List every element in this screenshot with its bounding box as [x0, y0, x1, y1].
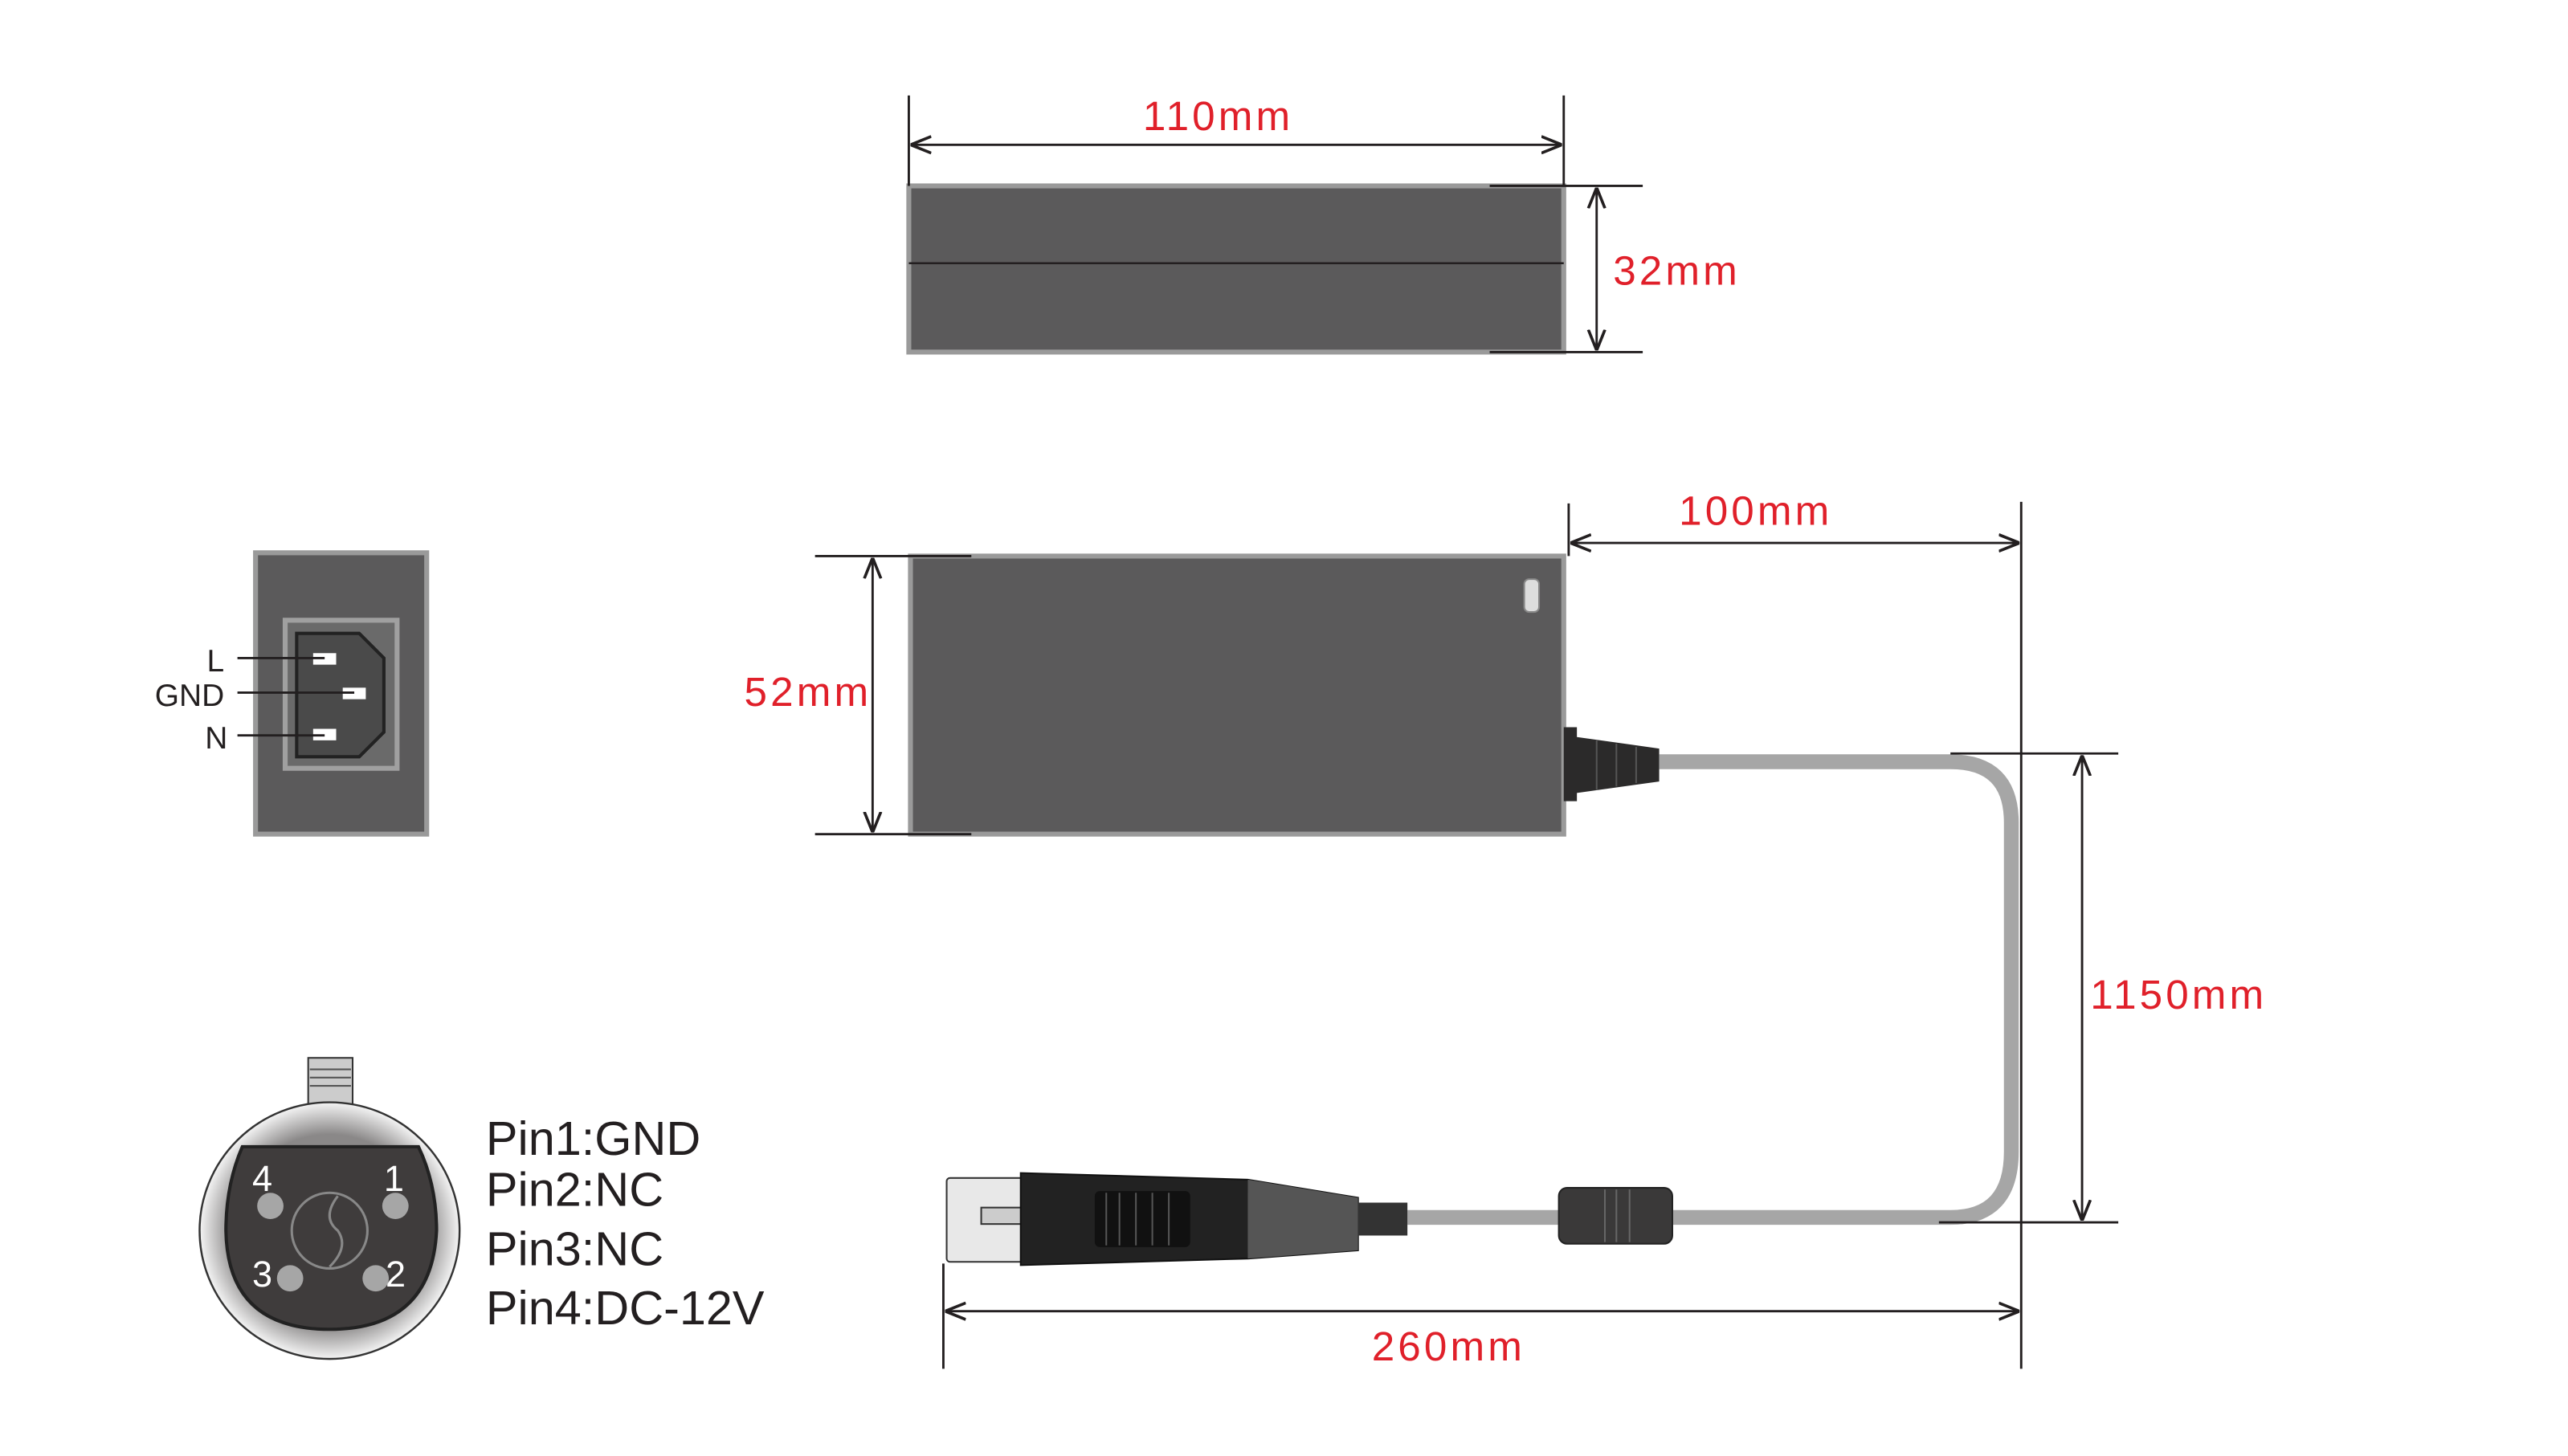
top-view: 110mm 32mm	[906, 93, 1741, 355]
ferrite-core	[1558, 1187, 1673, 1245]
led-indicator	[1523, 578, 1541, 614]
pin-number-4: 4	[252, 1158, 272, 1199]
label-l: L	[207, 644, 225, 679]
adapter-body-front	[908, 553, 1566, 837]
dim-1150mm: 1150mm	[2090, 972, 2267, 1018]
dim-110mm: 110mm	[1143, 93, 1293, 139]
dim-260mm: 260mm	[1372, 1323, 1525, 1369]
cable	[1407, 754, 2019, 1226]
front-view: 52mm 100mm 1150mm 260mm	[745, 487, 2267, 1369]
xlr-face-view: 1 2 3 4 Pin1:GND Pin2:NC Pin3:NC Pin4:DC…	[198, 1057, 765, 1360]
dim-32mm: 32mm	[1613, 247, 1741, 293]
strain-relief	[1563, 727, 1660, 801]
pinout-4: Pin4:DC-12V	[486, 1281, 765, 1335]
pin-number-3: 3	[252, 1254, 272, 1295]
pinout-3: Pin3:NC	[486, 1221, 663, 1275]
pinout-1: Pin1:GND	[486, 1111, 700, 1165]
xlr-plug	[945, 1172, 1408, 1266]
label-gnd: GND	[155, 679, 224, 713]
ac-inlet-view: L GND N	[155, 550, 430, 837]
dim-100mm: 100mm	[1679, 487, 1832, 533]
label-n: N	[205, 721, 227, 756]
dim-52mm: 52mm	[745, 669, 872, 715]
adapter-body-top	[906, 183, 1566, 355]
pin-number-1: 1	[384, 1158, 404, 1199]
pinout-2: Pin2:NC	[486, 1163, 663, 1217]
pin-number-2: 2	[386, 1254, 406, 1295]
